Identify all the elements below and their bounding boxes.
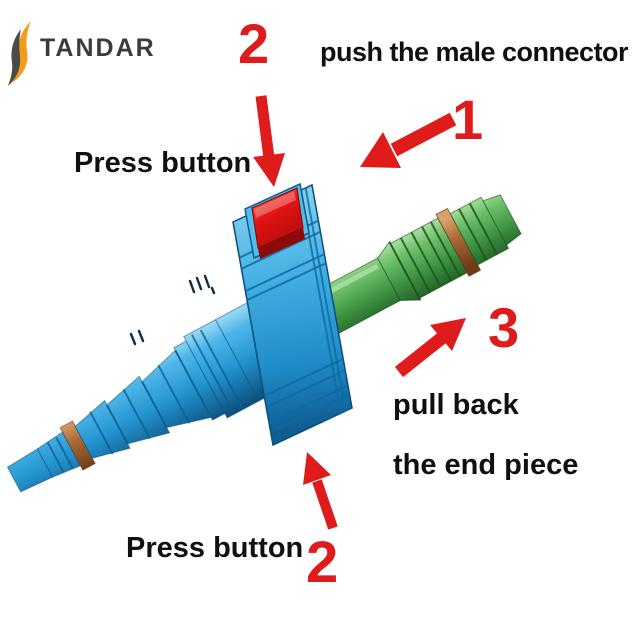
button-front-face [258, 228, 305, 259]
arrow-step2-bottom [303, 452, 338, 530]
press-button-label-top: Press button [74, 147, 252, 179]
arrow-step1 [360, 112, 457, 168]
step2-number-bottom: 2 [306, 530, 339, 595]
female-ridges [46, 329, 243, 473]
step2-number-top: 2 [238, 12, 270, 75]
brand-logo-icon [8, 21, 31, 86]
female-barb [74, 399, 131, 459]
step3-label-line1: pull back [393, 389, 519, 421]
brand-name: TANDAR [40, 34, 156, 62]
brand-logo: TANDAR [8, 20, 156, 88]
press-button-label-bottom: Press button [126, 532, 304, 564]
release-button [244, 182, 310, 260]
arrow-step2-top [253, 95, 285, 187]
step1-label: push the male connector [320, 37, 629, 67]
logo-flame-gray [8, 29, 21, 86]
male-ridges [388, 202, 498, 301]
logo-flame-orange [12, 21, 31, 83]
body-grooves [238, 219, 351, 433]
step1-number: 1 [452, 88, 484, 151]
step3-label-line2: the end piece [393, 449, 579, 481]
step3-number: 3 [488, 296, 520, 359]
button-highlight [254, 191, 296, 218]
molded-marking [129, 274, 216, 346]
arrow-step3 [394, 318, 466, 378]
female-oring [59, 420, 96, 471]
male-oring [435, 207, 482, 277]
male-end-cap [482, 194, 522, 246]
